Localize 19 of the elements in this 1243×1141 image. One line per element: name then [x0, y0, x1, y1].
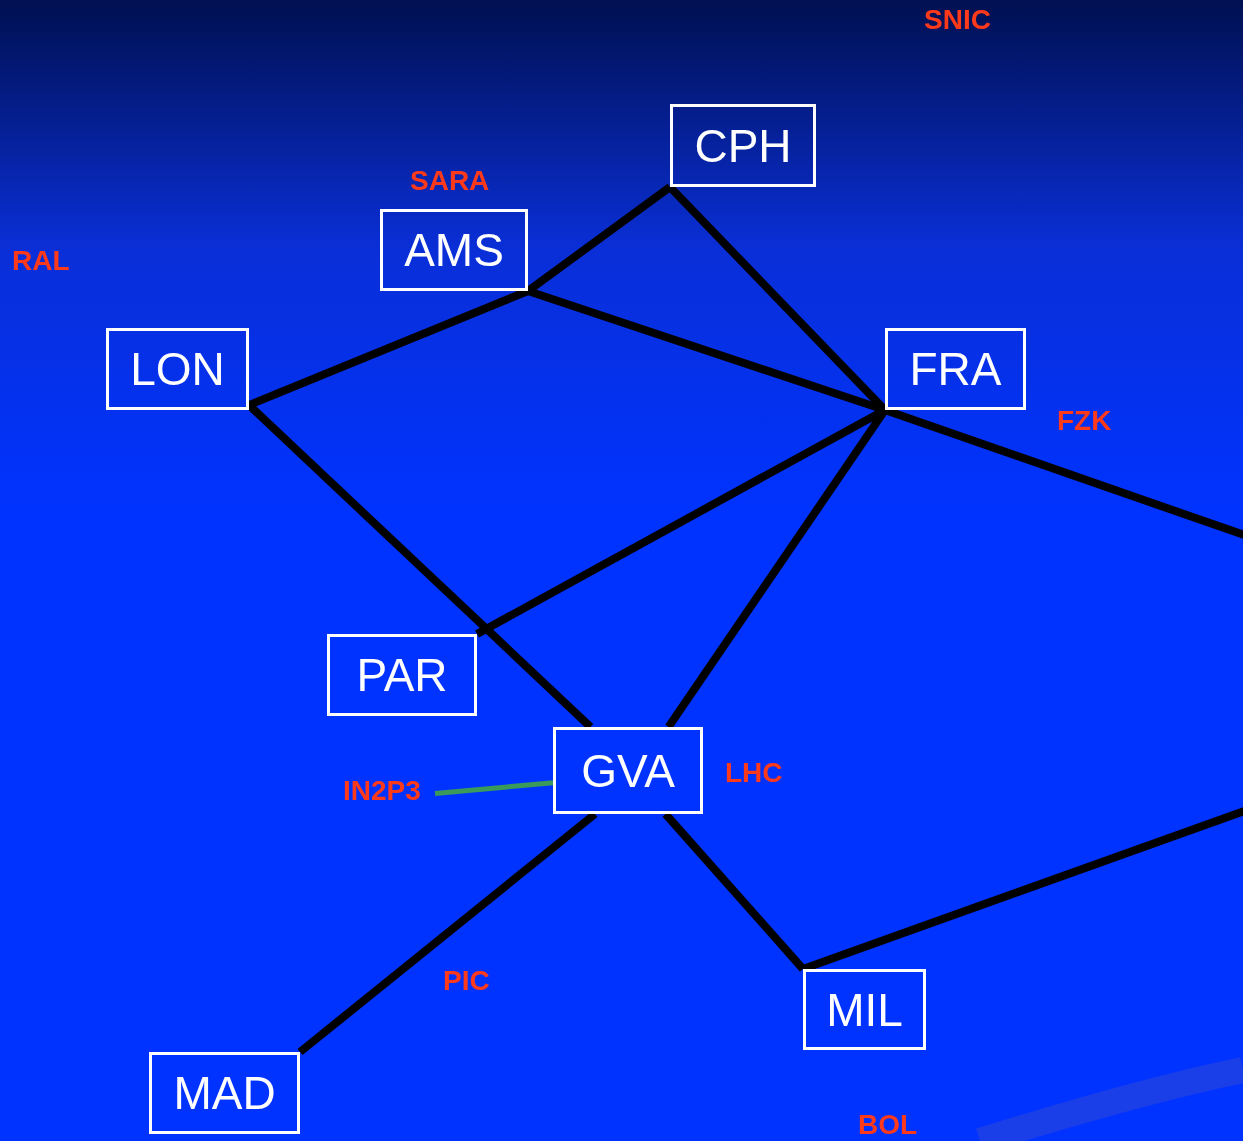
city-box: AMS	[380, 209, 528, 291]
site-label: IN2P3	[343, 776, 421, 807]
site-label: FZK	[1057, 406, 1112, 437]
site-label: PIC	[443, 966, 490, 997]
site-label: SNIC	[924, 5, 991, 36]
city-box: MIL	[803, 969, 926, 1050]
city-box: LON	[106, 328, 249, 410]
network-link	[246, 402, 594, 730]
site-label: LHC	[725, 758, 783, 789]
site-label: SARA	[410, 166, 490, 197]
city-box: GVA	[553, 727, 703, 814]
link-line	[434, 780, 554, 797]
city-box: FRA	[885, 328, 1026, 410]
site-label: BOL	[858, 1110, 918, 1141]
city-box: MAD	[149, 1052, 300, 1134]
network-link	[662, 811, 806, 972]
city-box: CPH	[670, 104, 816, 187]
site-label: RAL	[12, 246, 70, 277]
city-box: PAR	[327, 634, 477, 716]
